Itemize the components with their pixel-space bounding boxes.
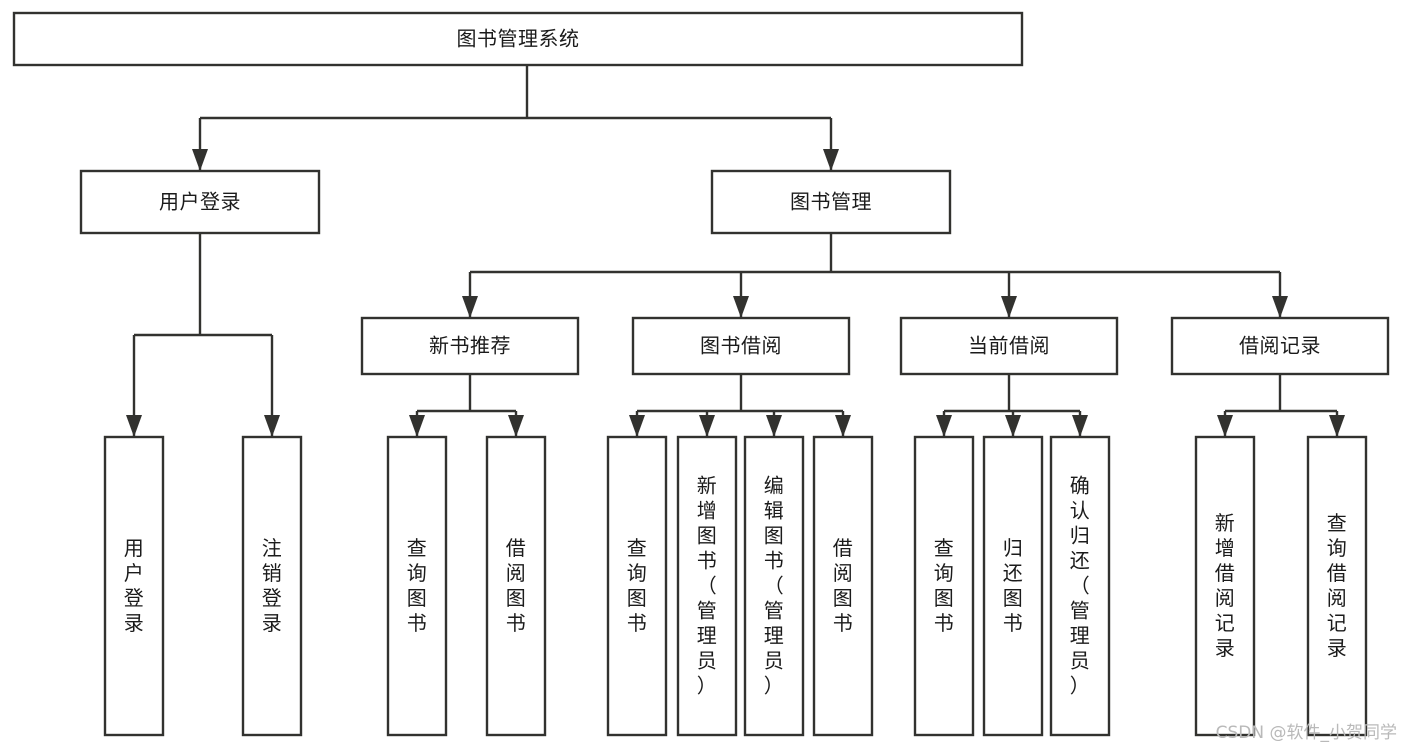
node-level3-3[interactable]: 借阅记录 (1170, 316, 1390, 376)
node-leaf-11-label: 新增借阅记录 (1215, 511, 1236, 660)
node-leaf-9-label: 归还图书 (1003, 536, 1024, 635)
connector-layer (126, 65, 1345, 437)
node-level3-1[interactable]: 图书借阅 (631, 316, 851, 376)
node-level3-1-label: 图书借阅 (700, 334, 782, 358)
node-leaf-10-box[interactable] (1049, 435, 1111, 737)
node-leaf-4-label: 查询图书 (627, 536, 648, 635)
node-leaf-4[interactable]: 查询图书 (606, 435, 668, 737)
node-level2-1-label: 图书管理 (790, 190, 872, 214)
node-leaf-7-box[interactable] (812, 435, 874, 737)
node-leaf-12-label: 查询借阅记录 (1327, 511, 1348, 660)
node-leaf-4-box[interactable] (606, 435, 668, 737)
node-level2-0[interactable]: 用户登录 (79, 169, 321, 235)
arrow-head-icon (835, 415, 851, 437)
arrow-head-icon (1072, 415, 1088, 437)
arrow-head-icon (936, 415, 952, 437)
node-leaf-11-box[interactable] (1194, 435, 1256, 737)
node-leaf-5-box[interactable] (676, 435, 738, 737)
node-level2-0-label: 用户登录 (159, 190, 241, 214)
arrow-head-icon (1001, 296, 1017, 318)
node-leaf-1-box[interactable] (241, 435, 303, 737)
node-root[interactable]: 图书管理系统 (12, 11, 1024, 67)
node-level3-2[interactable]: 当前借阅 (899, 316, 1119, 376)
node-leaf-10-label: 确认归还（管理员） (1070, 474, 1091, 698)
node-root-label: 图书管理系统 (457, 27, 580, 51)
node-level3-1-box[interactable] (631, 316, 851, 376)
arrow-head-icon (508, 415, 524, 437)
node-leaf-7[interactable]: 借阅图书 (812, 435, 874, 737)
arrow-head-icon (823, 149, 839, 171)
node-level2-1-box[interactable] (710, 169, 952, 235)
node-leaf-11[interactable]: 新增借阅记录 (1194, 435, 1256, 737)
node-leaf-5-label: 新增图书（管理员） (697, 474, 718, 698)
node-root-box[interactable] (12, 11, 1024, 67)
node-leaf-9-box[interactable] (982, 435, 1044, 737)
node-leaf-8-label: 查询图书 (934, 536, 955, 635)
node-level2-1[interactable]: 图书管理 (710, 169, 952, 235)
node-level3-0-box[interactable] (360, 316, 580, 376)
node-leaf-2[interactable]: 查询图书 (386, 435, 448, 737)
arrow-head-icon (1272, 296, 1288, 318)
arrow-head-icon (733, 296, 749, 318)
arrow-head-icon (699, 415, 715, 437)
arrow-head-icon (409, 415, 425, 437)
node-level2-0-box[interactable] (79, 169, 321, 235)
arrow-head-icon (462, 296, 478, 318)
node-leaf-8[interactable]: 查询图书 (913, 435, 975, 737)
node-leaf-0-box[interactable] (103, 435, 165, 737)
node-leaf-3-label: 借阅图书 (506, 536, 527, 635)
arrow-head-icon (629, 415, 645, 437)
arrow-head-icon (1217, 415, 1233, 437)
node-leaf-5[interactable]: 新增图书（管理员） (676, 435, 738, 737)
node-level3-2-box[interactable] (899, 316, 1119, 376)
node-level3-0[interactable]: 新书推荐 (360, 316, 580, 376)
node-leaf-2-label: 查询图书 (407, 536, 428, 635)
node-leaf-1-label: 注销登录 (262, 536, 283, 635)
node-leaf-12[interactable]: 查询借阅记录 (1306, 435, 1368, 737)
node-leaf-10[interactable]: 确认归还（管理员） (1049, 435, 1111, 737)
node-leaf-3[interactable]: 借阅图书 (485, 435, 547, 737)
arrow-head-icon (192, 149, 208, 171)
node-leaf-8-box[interactable] (913, 435, 975, 737)
node-leaf-6[interactable]: 编辑图书（管理员） (743, 435, 805, 737)
node-level3-0-label: 新书推荐 (429, 334, 511, 358)
arrow-head-icon (264, 415, 280, 437)
node-level3-2-label: 当前借阅 (968, 334, 1050, 358)
node-leaf-2-box[interactable] (386, 435, 448, 737)
node-leaf-3-box[interactable] (485, 435, 547, 737)
node-layer: 图书管理系统用户登录图书管理新书推荐图书借阅当前借阅借阅记录用户登录注销登录查询… (12, 11, 1390, 737)
arrow-head-icon (1005, 415, 1021, 437)
node-leaf-9[interactable]: 归还图书 (982, 435, 1044, 737)
arrow-head-icon (126, 415, 142, 437)
node-leaf-6-box[interactable] (743, 435, 805, 737)
node-leaf-0[interactable]: 用户登录 (103, 435, 165, 737)
node-leaf-1[interactable]: 注销登录 (241, 435, 303, 737)
arrow-head-icon (1329, 415, 1345, 437)
node-leaf-0-label: 用户登录 (124, 536, 145, 635)
node-level3-3-box[interactable] (1170, 316, 1390, 376)
node-leaf-6-label: 编辑图书（管理员） (764, 474, 785, 698)
arrow-head-icon (766, 415, 782, 437)
node-leaf-12-box[interactable] (1306, 435, 1368, 737)
node-leaf-7-label: 借阅图书 (833, 536, 854, 635)
node-level3-3-label: 借阅记录 (1239, 334, 1321, 358)
